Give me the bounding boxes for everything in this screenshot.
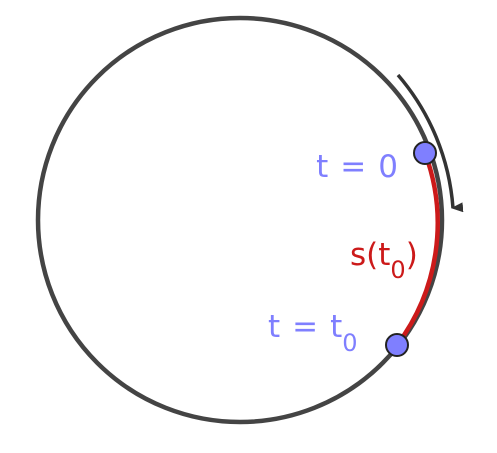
clockwise-arrow-icon — [396, 73, 464, 213]
label-arc-length: s(t0) — [350, 237, 418, 284]
point-start — [413, 141, 437, 165]
unit-circle — [35, 15, 445, 425]
arc-length-segment — [394, 150, 440, 348]
label-t-t0: t=t0 — [268, 309, 358, 357]
point-end — [385, 333, 409, 357]
label-t-zero: t=0 — [316, 149, 398, 185]
